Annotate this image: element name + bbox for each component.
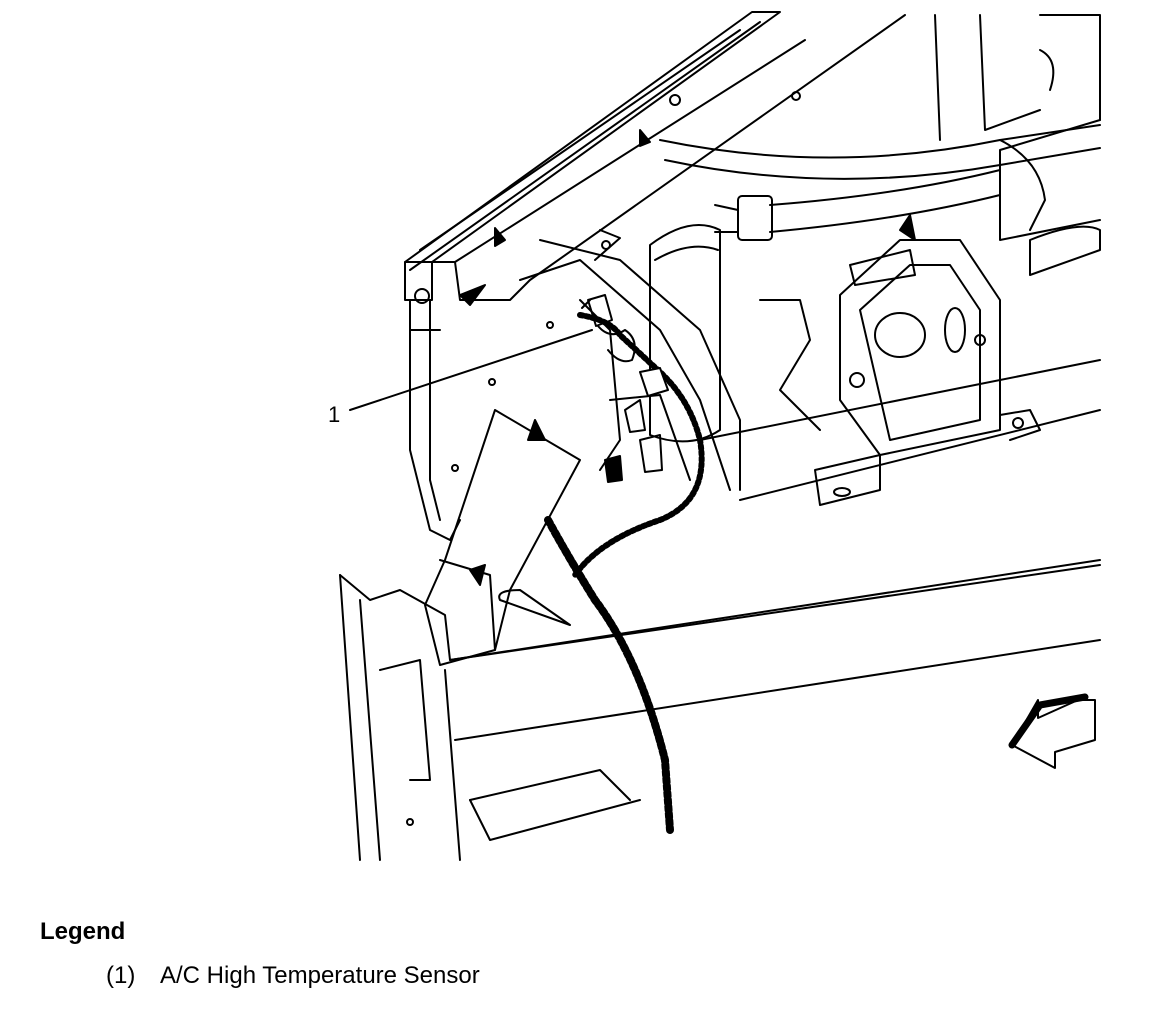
callout-label-1: 1 (328, 402, 341, 427)
vehicle-front-arrow-icon (1012, 697, 1095, 768)
air-deflector-panel (425, 410, 580, 665)
sensor-harness (548, 315, 702, 830)
component-location-diagram (0, 0, 1152, 880)
mounting-bracket (815, 215, 1040, 505)
legend-item-text: A/C High Temperature Sensor (160, 962, 480, 989)
legend-item-number: (1) (106, 962, 136, 989)
condenser-core (410, 240, 1100, 540)
fender-structure (935, 15, 1100, 275)
callout-1-leader (350, 330, 592, 410)
refrigerant-line (660, 125, 1100, 240)
lower-radiator-support (340, 560, 1100, 860)
upper-tie-bar (405, 12, 905, 305)
legend-title: Legend (40, 918, 126, 945)
legend: Legend (1) A/C High Temperature Sensor (40, 918, 1100, 990)
accumulator-canister (650, 225, 720, 441)
ac-high-temperature-sensor (582, 295, 635, 361)
legend-item: (1) A/C High Temperature Sensor (106, 962, 1100, 990)
